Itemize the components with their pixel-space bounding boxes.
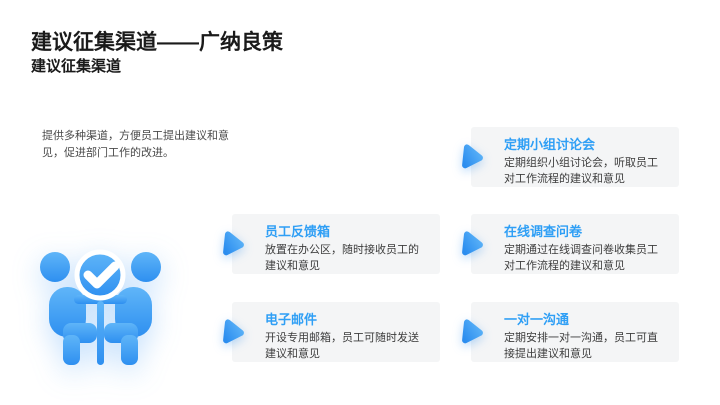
play-triangle-icon: [462, 231, 483, 256]
intro-paragraph: 提供多种渠道，方便员工提出建议和意见，促进部门工作的改进。: [42, 130, 229, 160]
play-triangle-icon: [223, 231, 244, 256]
card-email: 电子邮件 开设专用邮箱，员工可随时发送建议和意见: [223, 302, 440, 362]
page-title: 建议征集渠道——广纳良策: [31, 31, 283, 54]
card-one-on-one: 一对一沟通 定期安排一对一沟通，员工可直接提出建议和意见: [462, 302, 679, 362]
card-description: 定期通过在线调查问卷收集员工对工作流程的建议和意见: [504, 244, 658, 272]
card-description: 定期组织小组讨论会，听取员工对工作流程的建议和意见: [504, 157, 658, 185]
card-online-survey: 在线调查问卷 定期通过在线调查问卷收集员工对工作流程的建议和意见: [462, 214, 679, 274]
page-subtitle: 建议征集渠道: [31, 58, 122, 76]
card-title: 员工反馈箱: [265, 224, 331, 239]
meeting-check-icon: [40, 249, 161, 365]
title-block: 建议征集渠道——广纳良策 建议征集渠道: [31, 30, 283, 77]
card-description: 放置在办公区，随时接收员工的建议和意见: [265, 244, 419, 272]
play-triangle-icon: [462, 144, 483, 169]
card-feedback-box: 员工反馈箱 放置在办公区，随时接收员工的建议和意见: [223, 214, 440, 274]
card-title: 电子邮件: [265, 312, 318, 327]
card-group-discussion: 定期小组讨论会 定期组织小组讨论会，听取员工对工作流程的建议和意见: [462, 127, 679, 187]
card-title: 一对一沟通: [504, 312, 570, 327]
card-description: 定期安排一对一沟通，员工可直接提出建议和意见: [504, 332, 658, 360]
play-triangle-icon: [462, 319, 483, 344]
card-title: 在线调查问卷: [504, 224, 583, 239]
play-triangle-icon: [223, 319, 244, 344]
card-description: 开设专用邮箱，员工可随时发送建议和意见: [265, 332, 419, 360]
card-title: 定期小组讨论会: [504, 137, 596, 152]
